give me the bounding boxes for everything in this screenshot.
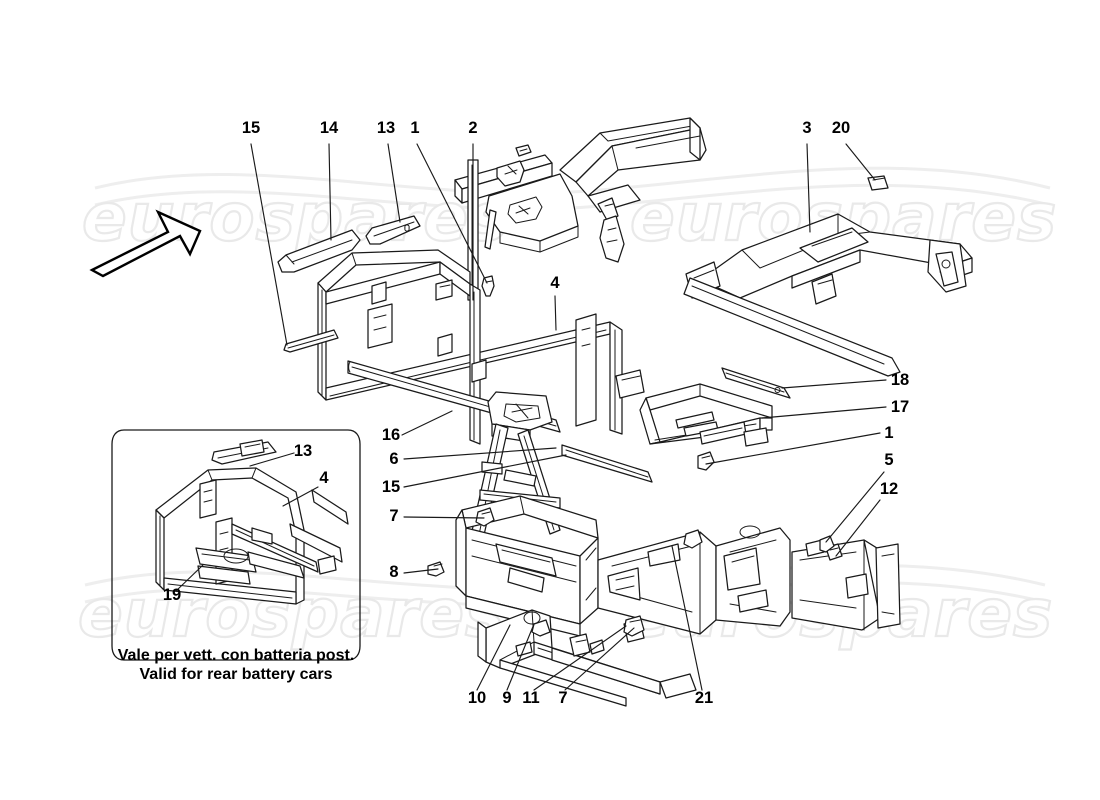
leader-6-left <box>403 447 557 460</box>
callout-4-mid: 4 <box>550 274 560 292</box>
callout-6-left: 6 <box>389 450 398 468</box>
inset-callout-13: 13 <box>294 442 312 460</box>
callout-3-top: 3 <box>802 119 811 137</box>
callout-8-left: 8 <box>389 563 398 581</box>
upper-bulkhead-frame <box>454 144 579 253</box>
nut-icon <box>531 619 551 637</box>
strip-item-6 <box>561 444 653 483</box>
leader-12-right <box>835 499 881 557</box>
rear-diagonal-rail <box>683 277 901 377</box>
trim-strip-14 <box>277 229 361 273</box>
trim-strip-15 <box>283 329 339 353</box>
nut-icon <box>683 529 703 549</box>
rear-frame-lower-rails <box>639 383 773 447</box>
leader-9-bottom <box>506 623 535 691</box>
leader-7-left <box>403 516 485 519</box>
leader-15-left <box>403 454 567 488</box>
view-direction-arrow <box>89 209 202 278</box>
inset-border <box>111 429 361 661</box>
watermark-text: eurospares <box>82 179 509 256</box>
callout-15-left: 15 <box>382 478 400 496</box>
bolt-icon <box>481 275 495 297</box>
leader-21-bottom <box>671 545 703 691</box>
upper-rear-cross-brace <box>559 117 707 263</box>
inset-frame-drawing <box>155 439 349 605</box>
rear-lower-right-frame <box>597 525 791 635</box>
bottom-cross-member <box>477 609 697 707</box>
callout-7-bottom: 7 <box>558 689 567 707</box>
callout-9-bottom: 9 <box>502 689 511 707</box>
leader-4-mid <box>554 295 557 331</box>
callout-2-top: 2 <box>468 119 477 137</box>
right-rear-rail-assembly <box>791 539 901 631</box>
callout-7-left: 7 <box>389 507 398 525</box>
callout-14-top: 14 <box>320 119 339 137</box>
leader-10-bottom <box>476 624 511 691</box>
leader-11-bottom <box>533 625 627 691</box>
callout-10-bottom: 10 <box>468 689 486 707</box>
inset-callout-19: 19 <box>163 586 181 604</box>
callout-15-top: 15 <box>242 119 260 137</box>
callout-21-bottom: 21 <box>695 689 713 707</box>
callout-18-right: 18 <box>891 371 909 389</box>
bolt-icon <box>819 535 835 553</box>
leader-14-top <box>328 143 332 241</box>
callout-11-bottom: 11 <box>522 689 539 707</box>
inset-callout-4: 4 <box>319 469 329 487</box>
inset-callouts: 13 4 19 <box>163 442 330 604</box>
inset-leader-19 <box>175 564 204 592</box>
inset-leader-4 <box>282 486 319 507</box>
watermark-text: eurospares <box>78 575 505 652</box>
callout-13-top: 13 <box>377 119 395 137</box>
main-frame-assembly <box>277 117 973 707</box>
callout-1-top: 1 <box>410 119 419 137</box>
watermark-swoosh-top <box>94 166 1051 195</box>
rear-battery-inset: 13 4 19 Vale per vett. con batteria post… <box>111 429 361 683</box>
leader-15-top <box>250 143 288 346</box>
rear-strip-18 <box>721 367 791 399</box>
callout-5-right: 5 <box>884 451 893 469</box>
leader-16-left <box>401 410 453 436</box>
main-left-frame-rails <box>317 249 645 445</box>
callout-1-right: 1 <box>884 424 893 442</box>
leader-8-left <box>403 568 439 574</box>
leader-20-top <box>845 143 876 181</box>
trim-strip-13 <box>365 215 421 245</box>
leader-18-right <box>781 379 887 389</box>
leader-13-top <box>387 143 401 223</box>
callout-20-top: 20 <box>832 119 850 137</box>
leader-7-bottom <box>564 627 635 691</box>
inset-leader-13 <box>249 452 295 467</box>
leader-1-top <box>416 143 488 284</box>
nut-icon <box>623 615 645 637</box>
callout-12-right: 12 <box>880 480 898 498</box>
inset-caption-english: Valid for rear battery cars <box>140 666 333 683</box>
callout-16-left: 16 <box>382 426 400 444</box>
leader-1-right <box>705 432 881 465</box>
callout-layer: 15 14 13 1 2 3 20 4 18 17 1 5 12 <box>242 119 909 707</box>
leader-5-right <box>825 471 885 543</box>
inset-caption-italian: Vale per vett. con batteria post. <box>118 647 355 664</box>
callout-17-right: 17 <box>891 398 909 416</box>
leader-17-right <box>761 406 887 419</box>
leader-3-top <box>806 143 811 233</box>
nut-icon <box>697 451 715 471</box>
